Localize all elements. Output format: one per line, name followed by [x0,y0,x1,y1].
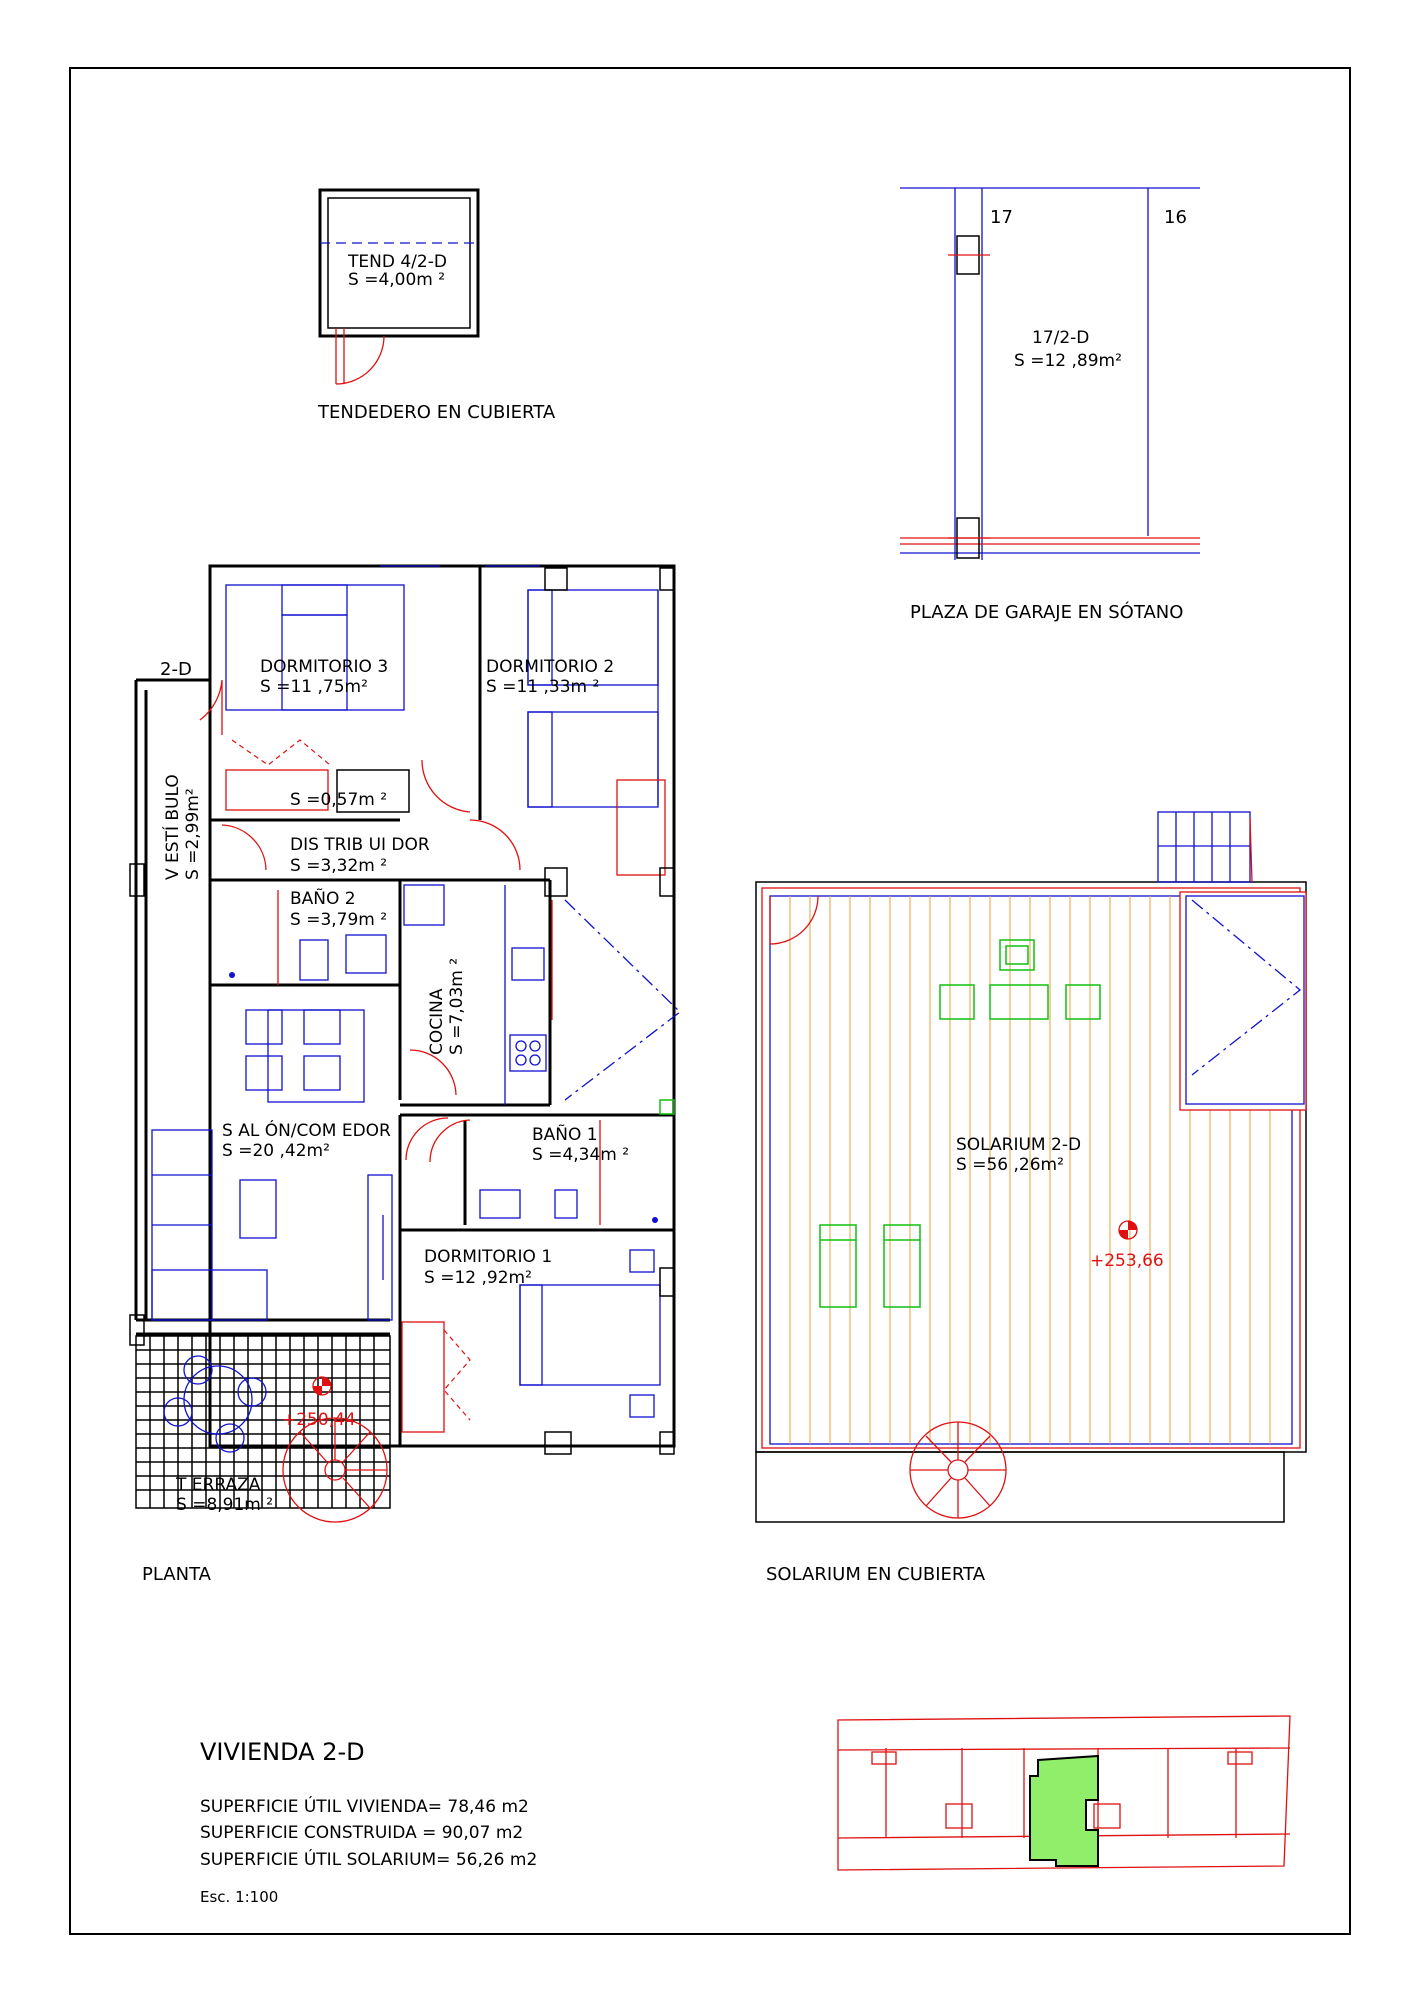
dormitorio1-name: DORMITORIO 1 [424,1247,552,1267]
cocina-name: COCINA [427,988,447,1055]
unit-highlight [1029,1754,1099,1867]
garage-drawing: 17 16 17/2-D S =12 ,89m² PLAZA DE GARAJE… [900,187,1200,623]
dormitorio2-area: S =11 ,33m ² [486,677,599,697]
distribuidor-name: DIS TRIB UI DOR [290,835,430,855]
tendedero-caption: TENDEDERO EN CUBIERTA [317,402,556,423]
tendedero-drawing: TEND 4/2-D S =4,00m ² TENDEDERO EN CUBIE… [317,188,556,423]
plan-level: +250,44 [282,1410,356,1430]
salon-name: S AL ÓN/COM EDOR [222,1119,391,1141]
closet-area: S =0,57m ² [290,790,387,810]
vestibulo-area: S =2,99m² [183,788,203,880]
solarium-area: S =56 ,26m² [956,1155,1064,1175]
solarium-name: SOLARIUM 2-D [956,1135,1081,1155]
garage-area: S =12 ,89m² [1014,351,1122,371]
solarium-caption: SOLARIUM EN CUBIERTA [766,1564,986,1585]
dormitorio2-name: DORMITORIO 2 [486,657,614,677]
unit-tag: 2-D [160,659,192,680]
key-plan [837,1715,1291,1871]
dormitorio1-area: S =12 ,92m² [424,1268,532,1288]
bano1-area: S =4,34m ² [532,1145,629,1165]
bano2-name: BAÑO 2 [290,887,356,909]
terraza-area: S =8,91m ² [176,1495,273,1515]
garage-caption: PLAZA DE GARAJE EN SÓTANO [910,601,1183,623]
garage-number-17: 17 [990,207,1013,228]
solarium-drawing: SOLARIUM 2-D S =56 ,26m² +253,66 SOLARIU… [755,811,1307,1585]
tendedero-area: S =4,00m ² [348,270,445,290]
distribuidor-area: S =3,32m ² [290,856,387,876]
summary-block: VIVIENDA 2-D SUPERFICIE ÚTIL VIVIENDA= 7… [200,1738,537,1906]
summary-title: VIVIENDA 2-D [200,1738,365,1766]
summary-scale: Esc. 1:100 [200,1888,278,1906]
terraza-name: T ERRAZA [175,1475,261,1495]
garage-name: 17/2-D [1032,328,1089,348]
bano2-area: S =3,79m ² [290,910,387,930]
bano1-name: BAÑO 1 [532,1123,598,1145]
plan-caption: PLANTA [142,1564,212,1585]
dormitorio3-name: DORMITORIO 3 [260,657,388,677]
summary-line-3: SUPERFICIE ÚTIL SOLARIUM= 56,26 m2 [200,1848,537,1870]
summary-line-1: SUPERFICIE ÚTIL VIVIENDA= 78,46 m2 [200,1795,529,1817]
tendedero-name: TEND 4/2-D [347,252,447,272]
solarium-level: +253,66 [1090,1251,1164,1271]
dormitorio3-area: S =11 ,75m² [260,677,368,697]
vestibulo-name: V ESTÍ BULO [161,774,183,880]
salon-area: S =20 ,42m² [222,1141,330,1161]
main-floor-plan: 2-D DORMITORIO 3 S =11 ,75m² DORMITORIO … [129,564,681,1585]
sheet-frame [69,67,1351,1935]
garage-number-16: 16 [1164,207,1187,228]
summary-line-2: SUPERFICIE CONSTRUIDA = 90,07 m2 [200,1823,523,1843]
cocina-area: S =7,03m ² [447,958,467,1055]
